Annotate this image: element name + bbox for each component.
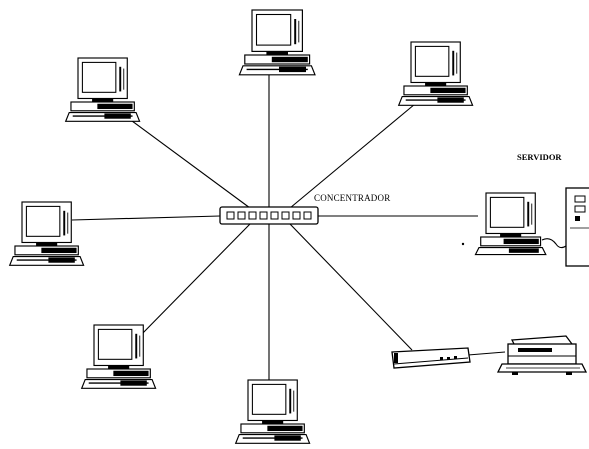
wire-left <box>71 215 221 221</box>
desktop-computer-icon <box>234 379 311 445</box>
desktop-computer-icon <box>80 324 157 390</box>
hub-label: CONCENTRADOR <box>314 193 390 203</box>
computer-top-left <box>64 57 141 123</box>
wire-top-left <box>127 117 251 209</box>
peripheral-device <box>391 347 471 369</box>
hub-concentrador <box>219 206 319 225</box>
server-tower-icon <box>565 187 589 267</box>
wire-device-to-printer <box>467 351 506 356</box>
computer-top <box>238 9 316 76</box>
computer-left <box>8 201 85 267</box>
network-device-icon <box>391 347 471 369</box>
desktop-computer-icon <box>8 201 85 267</box>
wire-top-right <box>289 103 416 209</box>
desktop-computer-icon <box>238 9 316 76</box>
hub-ports <box>226 211 312 220</box>
computer-bottom-left <box>80 324 157 390</box>
server-label: SERVIDOR <box>517 152 562 162</box>
connection-lines <box>71 70 567 382</box>
desktop-computer-icon <box>64 57 141 123</box>
stray-dot <box>461 242 465 246</box>
desktop-computer-icon <box>474 192 547 256</box>
desktop-computer-icon <box>397 41 474 107</box>
server-tower <box>565 187 589 267</box>
computer-bottom <box>234 379 311 445</box>
printer-icon <box>496 335 588 375</box>
computer-server-client <box>474 192 547 256</box>
computer-top-right <box>397 41 474 107</box>
wire-client-to-server <box>541 238 567 249</box>
wire-bottom-right <box>289 223 413 351</box>
wire-bottom-left <box>137 223 251 339</box>
printer <box>496 335 588 375</box>
